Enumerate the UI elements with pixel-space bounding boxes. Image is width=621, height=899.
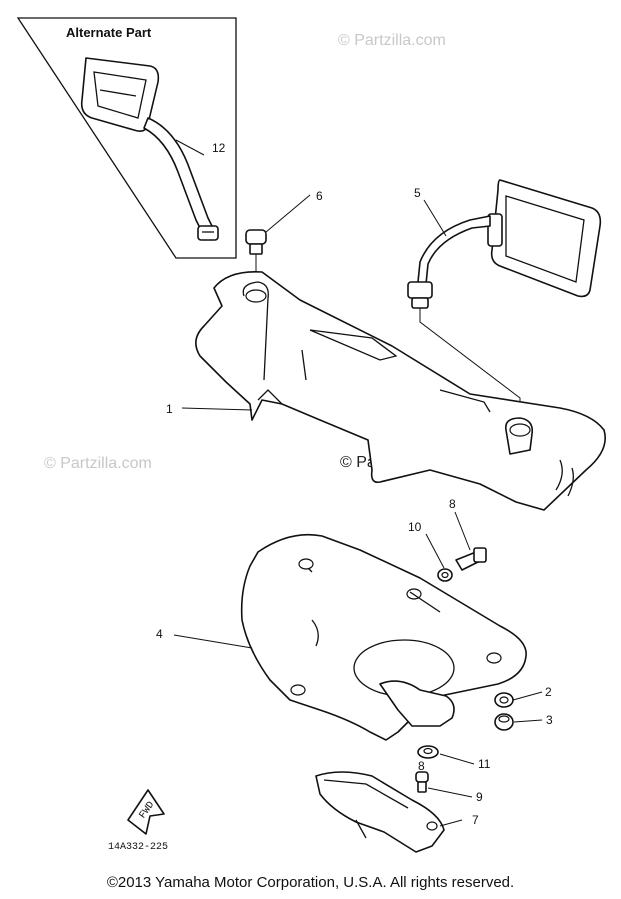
callout-6: 6	[316, 189, 323, 203]
leader-lines	[173, 139, 543, 827]
grommet-3[interactable]	[494, 713, 514, 731]
callout-5: 5	[414, 186, 421, 200]
diagram-code: 14A332-225	[108, 842, 168, 853]
callout-8-upper: 8	[449, 497, 456, 511]
watermark-left: © Partzilla.com	[44, 455, 152, 472]
callout-9: 9	[476, 790, 483, 804]
callout-12: 12	[212, 141, 226, 155]
watermark-top: © Partzilla.com	[338, 32, 446, 49]
callout-1: 1	[166, 402, 173, 416]
alternate-mirror[interactable]	[80, 57, 219, 241]
callouts: 12 6 5 1 8 10 4 2 3 11 8 9 7	[156, 141, 553, 827]
washer-11[interactable]	[417, 745, 439, 759]
bolt-8-lower[interactable]	[415, 771, 429, 793]
washer-10[interactable]	[437, 568, 453, 582]
handlebar-cover-upper[interactable]	[195, 271, 606, 511]
callout-11: 11	[478, 757, 491, 771]
callout-2: 2	[545, 685, 552, 699]
callout-8-lower: 8	[418, 759, 425, 773]
handlebar-cover-lower[interactable]	[240, 533, 527, 741]
alternate-part-title: Alternate Part	[66, 25, 152, 40]
callout-3: 3	[546, 713, 553, 727]
fwd-arrow-icon: FWD	[127, 789, 165, 835]
bolt-6[interactable]	[245, 229, 267, 255]
mirror-assembly[interactable]	[407, 179, 602, 309]
nut-2[interactable]	[494, 692, 514, 708]
callout-10: 10	[408, 520, 422, 534]
copyright-notice: ©2013 Yamaha Motor Corporation, U.S.A. A…	[106, 874, 515, 891]
alternate-part-box: Alternate Part	[16, 17, 237, 259]
callout-4: 4	[156, 627, 163, 641]
bolt-8-upper[interactable]	[455, 547, 487, 571]
bracket-7[interactable]	[315, 771, 445, 853]
callout-7: 7	[472, 813, 479, 827]
